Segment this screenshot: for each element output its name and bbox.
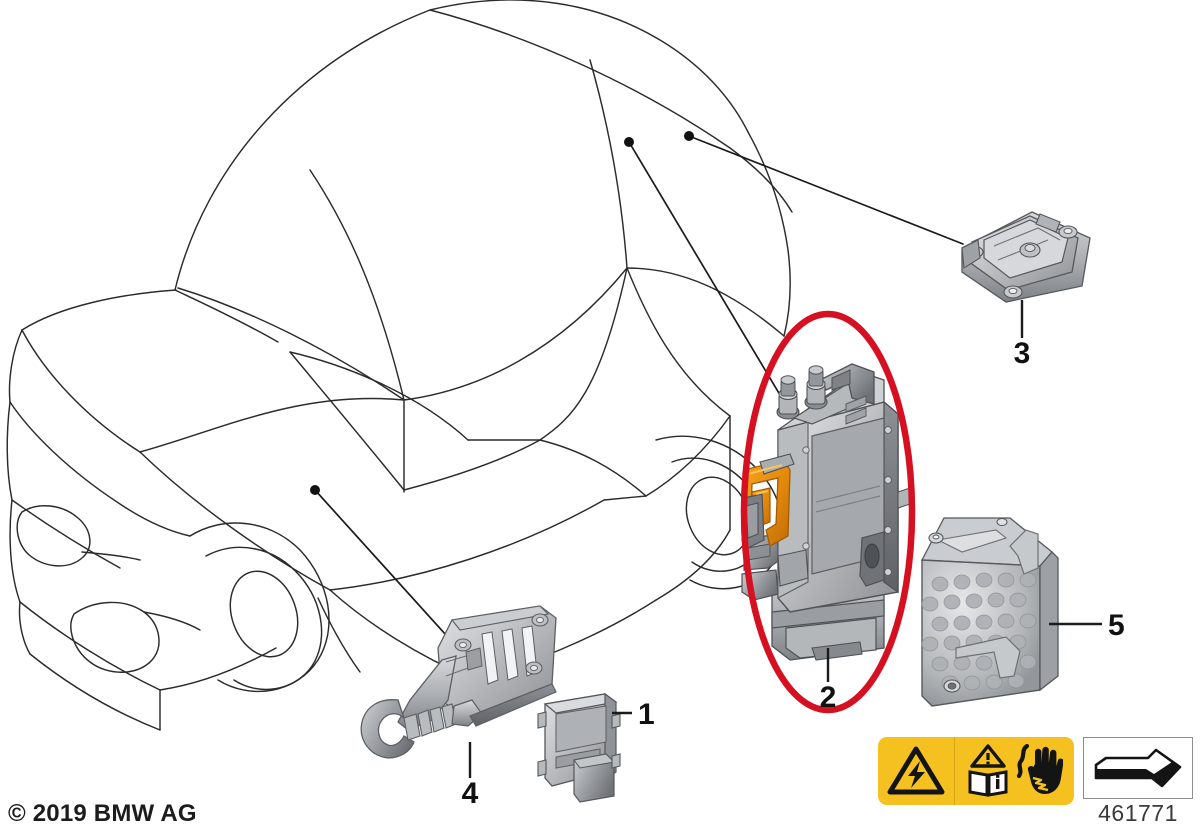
highlight-ellipse-part-2 bbox=[740, 310, 916, 714]
high-voltage-warning-label bbox=[878, 737, 1074, 805]
read-manual-icon bbox=[968, 744, 1007, 797]
part-1-control-unit-module bbox=[537, 692, 621, 803]
leader-line-roof-to-part-3 bbox=[688, 135, 964, 245]
hv-terminal-posts bbox=[776, 365, 828, 420]
vehicle-outline bbox=[6, 0, 793, 731]
callout-number-1: 1 bbox=[638, 698, 655, 731]
drawing-number: 461771 bbox=[1098, 800, 1178, 826]
orientation-arrow-box bbox=[1083, 737, 1193, 799]
leader-dot-roof-rear bbox=[684, 131, 694, 141]
callout-number-3: 3 bbox=[1014, 337, 1031, 370]
electric-shock-hand-icon bbox=[1016, 744, 1063, 794]
callout-number-4: 4 bbox=[462, 777, 479, 810]
leader-dot-roof-mid bbox=[624, 137, 634, 147]
part-3-flat-control-unit bbox=[961, 211, 1091, 303]
callout-number-2: 2 bbox=[820, 681, 837, 714]
orange-hv-service-connector bbox=[741, 453, 795, 549]
part-4-mounting-bracket bbox=[360, 605, 557, 759]
warning-cell-high-voltage bbox=[878, 737, 955, 805]
copyright-notice: © 2019 BMW AG bbox=[8, 800, 197, 827]
callout-group: 1 2 3 4 5 bbox=[462, 300, 1125, 810]
leader-lines-group bbox=[310, 131, 964, 646]
high-voltage-triangle-icon bbox=[887, 746, 945, 795]
leader-line-roof-to-part-2 bbox=[628, 141, 793, 416]
callout-number-5: 5 bbox=[1108, 609, 1125, 642]
part-5-dimpled-protective-cover bbox=[920, 517, 1059, 707]
leader-line-door-to-part-4 bbox=[314, 489, 456, 646]
leader-dot-front-door bbox=[310, 485, 320, 495]
part-2-electrical-machine-electronics bbox=[741, 363, 911, 661]
bent-arrow-icon bbox=[1094, 748, 1182, 788]
warning-cell-manual-and-hand bbox=[955, 737, 1074, 805]
